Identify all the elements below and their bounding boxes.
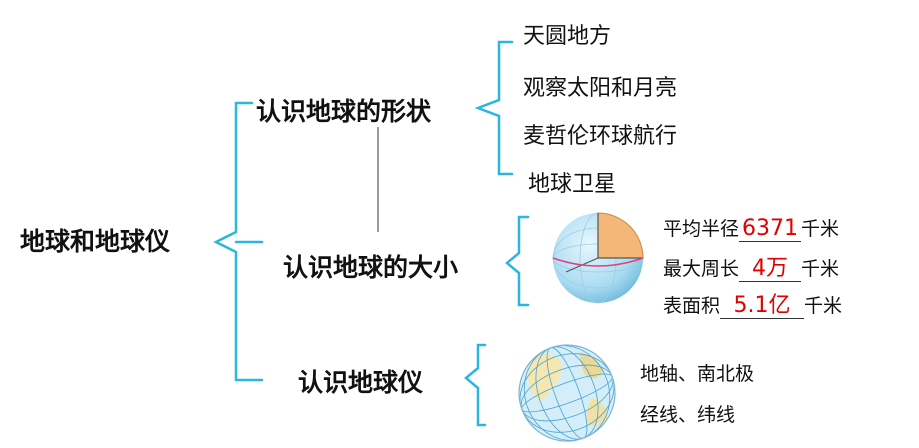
- fact-surface-unit: 千米: [804, 295, 843, 317]
- fact-circumference-label: 最大周长: [663, 258, 740, 280]
- shape-item-2: 观察太阳和月亮: [523, 76, 678, 101]
- root-bracket: [213, 101, 264, 382]
- branch-size-label: 认识地球的大小: [283, 253, 459, 282]
- shape-item-1: 天圆地方: [523, 24, 612, 49]
- fact-surface-label: 表面积: [663, 295, 721, 317]
- earth-cutaway-image: [552, 212, 644, 304]
- fact-radius-unit: 千米: [801, 218, 840, 240]
- root-node: 地球和地球仪: [20, 227, 171, 256]
- globe-bracket: [464, 343, 487, 427]
- shape-item-3: 麦哲伦环球航行: [523, 124, 678, 149]
- globe-item-2: 经线、纬线: [640, 404, 736, 426]
- globe-model-image: [518, 344, 616, 442]
- fact-radius-label: 平均半径: [663, 218, 740, 240]
- fact-circumference-unit: 千米: [801, 258, 840, 280]
- shape-bracket: [474, 40, 514, 176]
- shape-item-4: 地球卫星: [528, 172, 617, 197]
- fact-radius-value: 6371: [739, 217, 802, 242]
- globe-item-1: 地轴、南北极: [640, 363, 755, 385]
- fact-surface-value: 5.1亿: [720, 294, 805, 319]
- branch-globe-label: 认识地球仪: [298, 368, 424, 397]
- branch-shape-label: 认识地球的形状: [256, 97, 432, 126]
- size-bracket: [505, 215, 530, 307]
- fact-circumference-value: 4万: [739, 257, 802, 282]
